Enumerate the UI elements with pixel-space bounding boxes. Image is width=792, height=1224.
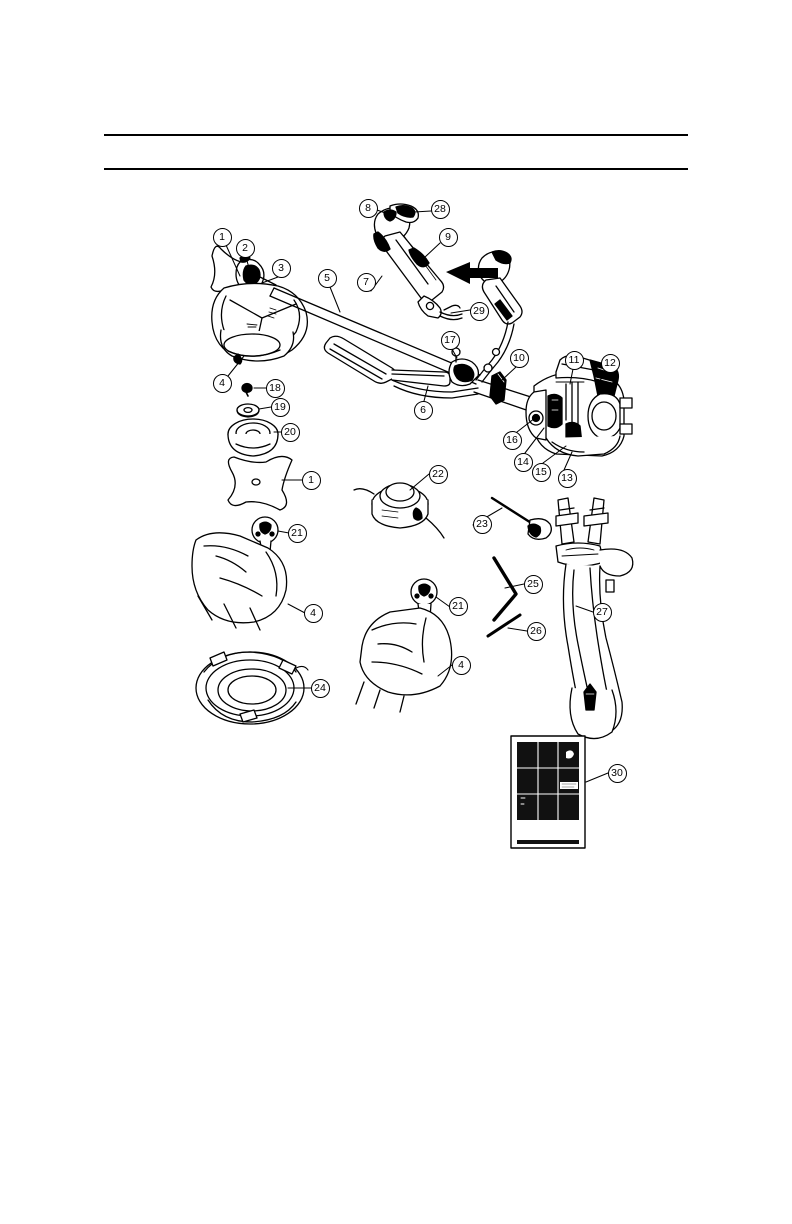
callout-1-lower[interactable]: 1 bbox=[301, 470, 321, 490]
callout-28[interactable]: 28 bbox=[430, 199, 450, 219]
callout-26[interactable]: 26 bbox=[526, 621, 546, 641]
callout-23[interactable]: 23 bbox=[472, 514, 492, 534]
callout-1[interactable]: 1 bbox=[212, 227, 232, 247]
owners-manual bbox=[510, 735, 586, 849]
engine-assembly bbox=[525, 354, 633, 457]
callout-2[interactable]: 2 bbox=[235, 238, 255, 258]
callout-27[interactable]: 27 bbox=[592, 602, 612, 622]
callout-6[interactable]: 6 bbox=[413, 400, 433, 420]
callout-4-lower[interactable]: 4 bbox=[451, 655, 471, 675]
callout-20[interactable]: 20 bbox=[280, 422, 300, 442]
locking-rod bbox=[486, 613, 522, 638]
blade-hardware-stack bbox=[191, 382, 293, 631]
callout-12[interactable]: 12 bbox=[600, 353, 620, 373]
callout-19[interactable]: 19 bbox=[270, 397, 290, 417]
assembly-direction-arrow bbox=[446, 262, 498, 284]
callout-3[interactable]: 3 bbox=[271, 258, 291, 278]
shoulder-harness bbox=[555, 497, 634, 740]
callout-7[interactable]: 7 bbox=[356, 272, 376, 292]
callout-18[interactable]: 18 bbox=[265, 378, 285, 398]
coiled-cord bbox=[195, 651, 309, 725]
trimmer-head-assembly bbox=[353, 482, 445, 539]
callout-9[interactable]: 9 bbox=[438, 227, 458, 247]
callout-15[interactable]: 15 bbox=[531, 462, 551, 482]
callout-14[interactable]: 14 bbox=[513, 452, 533, 472]
callout-17[interactable]: 17 bbox=[440, 330, 460, 350]
throttle-handle-assembly bbox=[373, 203, 463, 321]
spark-plug-wrench bbox=[490, 496, 552, 540]
callout-24[interactable]: 24 bbox=[310, 678, 330, 698]
callout-11[interactable]: 11 bbox=[564, 350, 584, 370]
shaft-coupler-assembly bbox=[448, 347, 535, 413]
callout-13[interactable]: 13 bbox=[557, 468, 577, 488]
header-rule-top bbox=[104, 134, 688, 136]
lower-shield-assembly bbox=[355, 578, 453, 713]
drive-shaft-assembly bbox=[269, 287, 481, 399]
callout-22[interactable]: 22 bbox=[428, 464, 448, 484]
header-rule-bottom bbox=[104, 168, 688, 170]
callout-30[interactable]: 30 bbox=[607, 763, 627, 783]
gearhead-assembly bbox=[210, 245, 309, 365]
callout-21-upper[interactable]: 21 bbox=[287, 523, 307, 543]
hex-key bbox=[492, 556, 518, 622]
callout-10[interactable]: 10 bbox=[509, 348, 529, 368]
callout-4[interactable]: 4 bbox=[212, 373, 232, 393]
callout-4-left[interactable]: 4 bbox=[303, 603, 323, 623]
callout-21-lower[interactable]: 21 bbox=[448, 596, 468, 616]
callout-8[interactable]: 8 bbox=[358, 198, 378, 218]
callout-29[interactable]: 29 bbox=[469, 301, 489, 321]
callout-5[interactable]: 5 bbox=[317, 268, 337, 288]
leader-lines bbox=[225, 209, 609, 783]
callout-25[interactable]: 25 bbox=[523, 574, 543, 594]
callout-16[interactable]: 16 bbox=[502, 430, 522, 450]
